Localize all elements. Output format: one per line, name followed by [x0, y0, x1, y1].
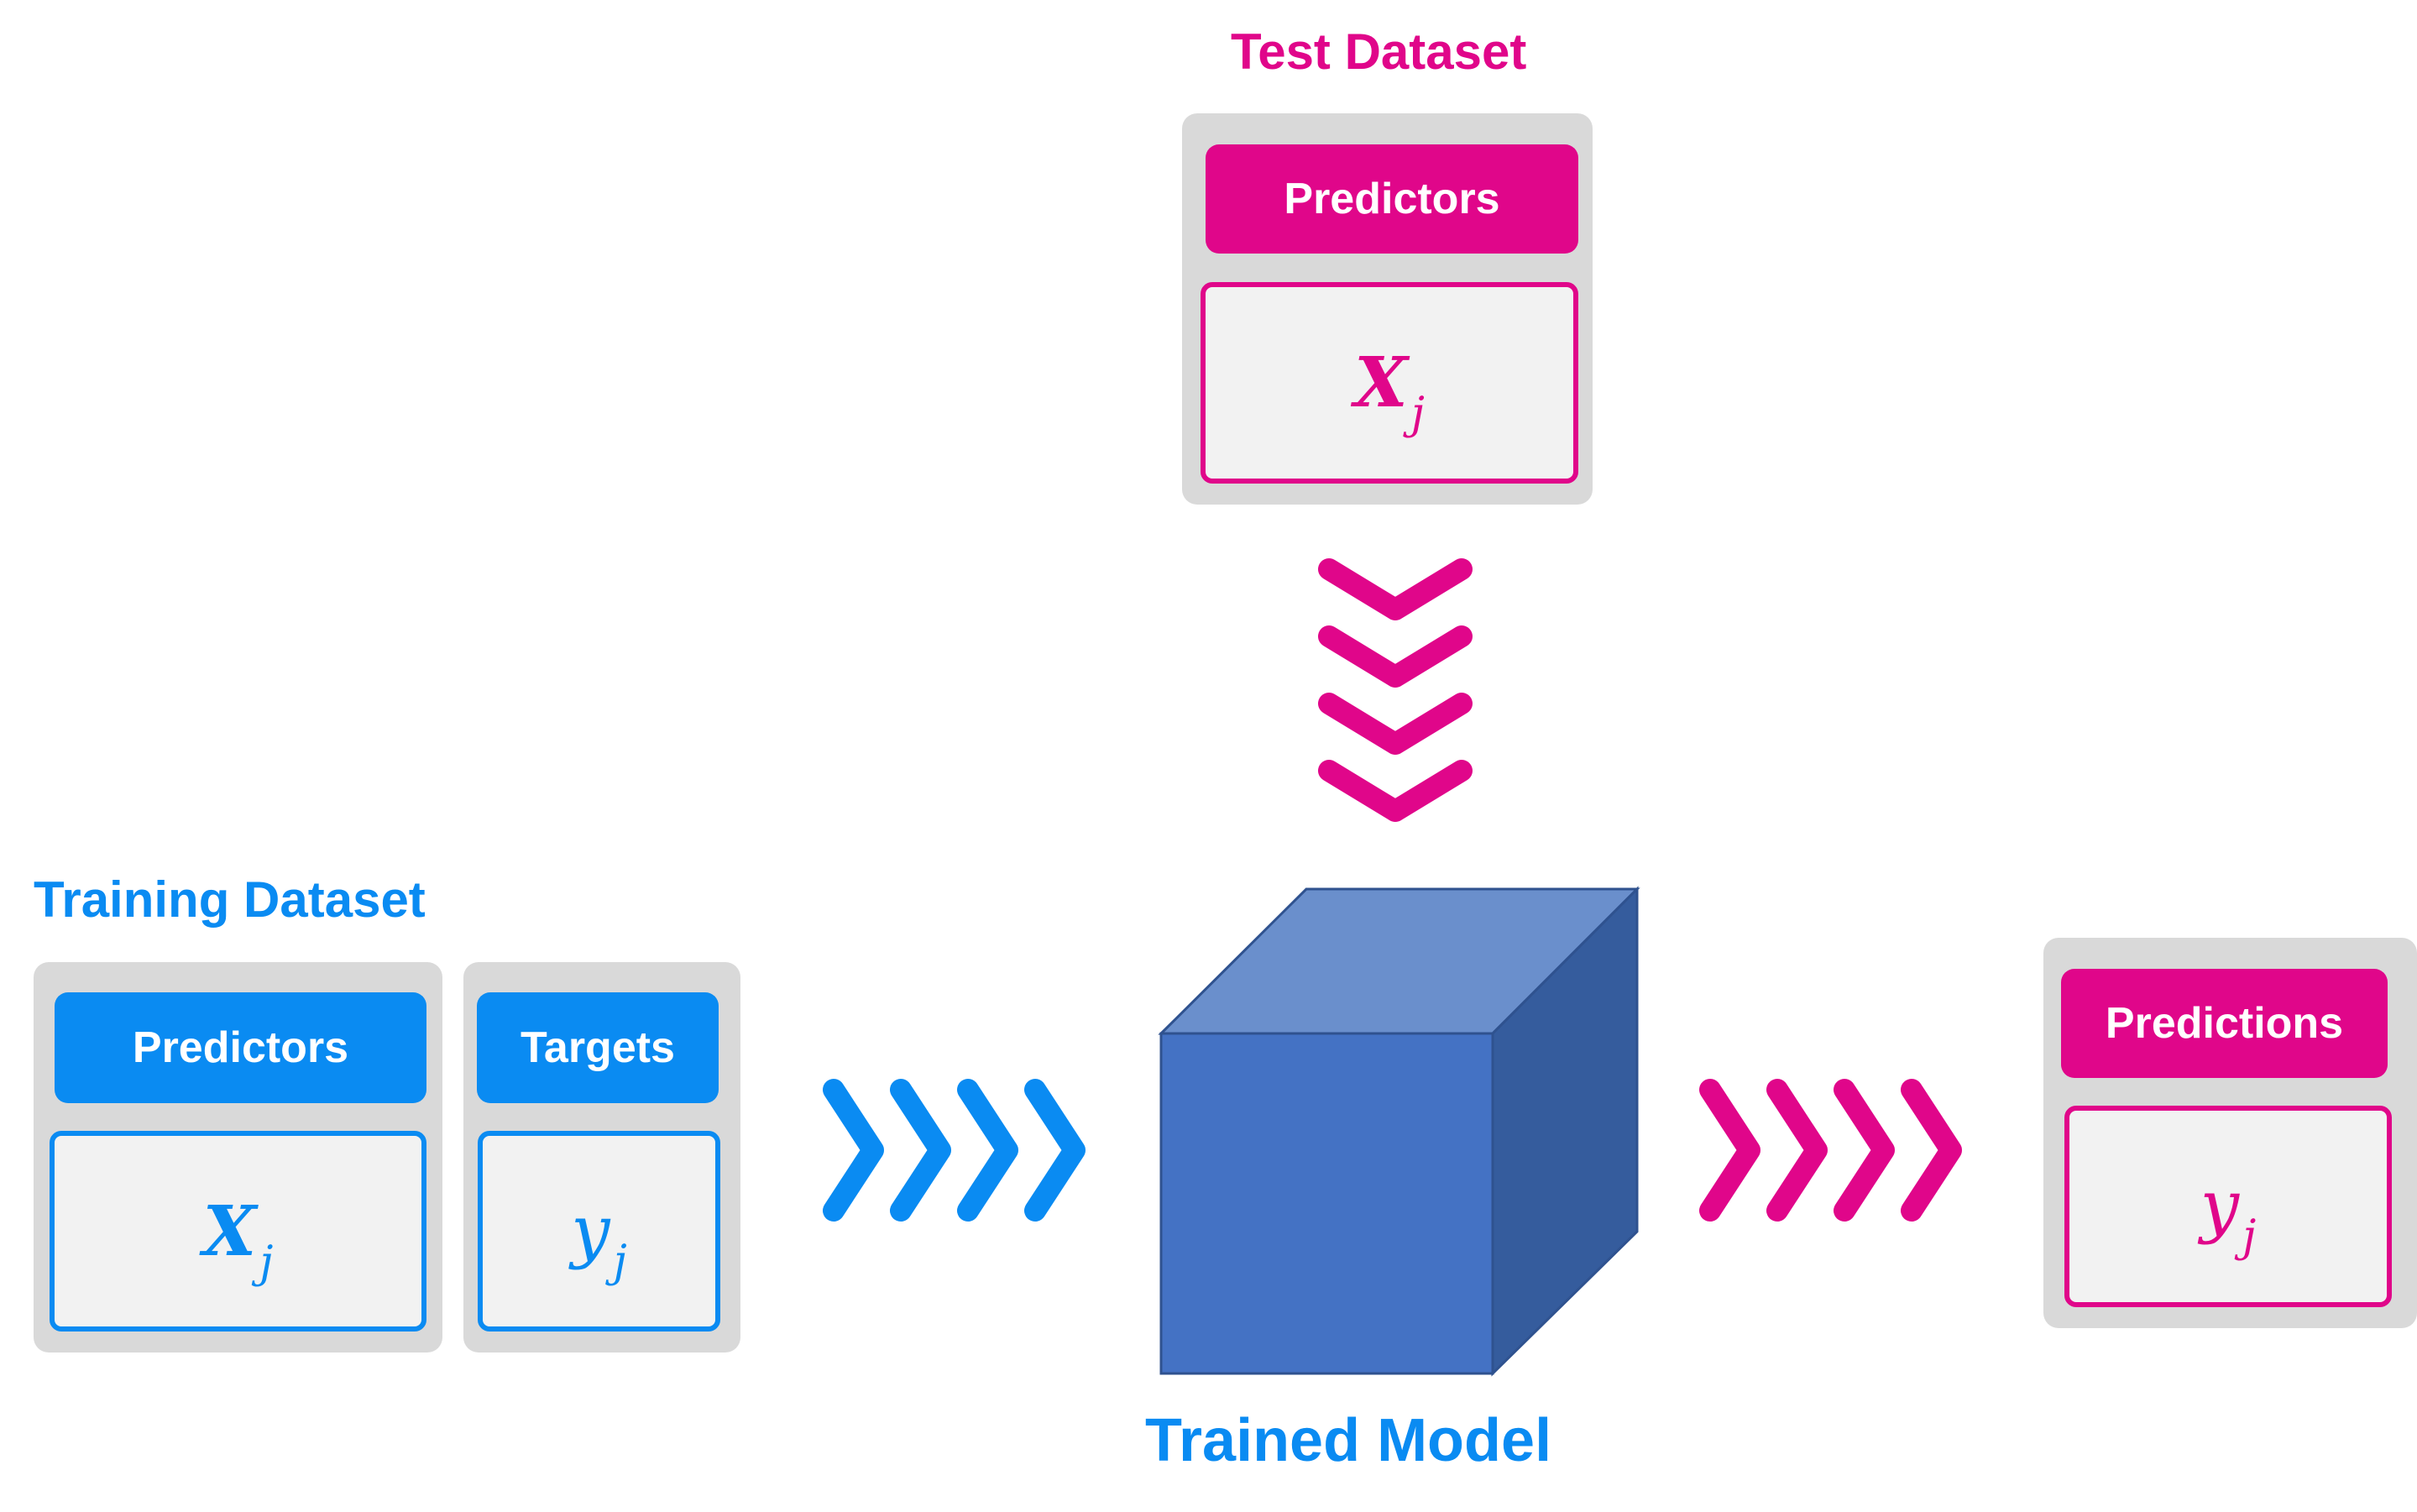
chevron-right-8: [1901, 1079, 1962, 1222]
training-targets-symbol-base: y: [571, 1190, 610, 1271]
training-predictors-symbol-subscript: j: [259, 1237, 274, 1288]
training-predictors-header: Predictors: [55, 992, 426, 1103]
training-predictors-symbol-base: X: [202, 1190, 257, 1272]
trained-model-label: Trained Model: [1145, 1407, 1552, 1474]
chevron-down-3: [1318, 693, 1473, 755]
training-targets-symbol-subscript: j: [613, 1236, 627, 1287]
chevron-right-5: [1699, 1079, 1760, 1222]
cube-top-face: [1158, 887, 1640, 1035]
chevron-right-7: [1834, 1079, 1895, 1222]
training-targets-header: Targets: [477, 992, 719, 1103]
test-predictors-value-box: Xj: [1201, 282, 1578, 484]
predictions-value-box: yj: [2064, 1106, 2392, 1307]
predictions-symbol: yj: [2200, 1172, 2256, 1259]
test-predictors-symbol-base: X: [1354, 343, 1408, 423]
training-predictors-symbol: Xj: [203, 1197, 274, 1284]
chevron-right-2: [890, 1079, 951, 1222]
training-targets-symbol: yj: [571, 1196, 626, 1284]
chevron-right-1: [823, 1079, 884, 1222]
test-predictors-header: Predictors: [1206, 144, 1578, 254]
chevron-down-1: [1318, 558, 1473, 620]
chevron-right-4: [1024, 1079, 1086, 1222]
predictions-symbol-subscript: j: [2242, 1211, 2257, 1262]
chevron-down-4: [1318, 760, 1473, 822]
cube-side-face: [1491, 886, 1639, 1377]
test-predictors-symbol: Xj: [1354, 348, 1425, 436]
predictions-header: Predictions: [2061, 969, 2388, 1078]
test-dataset-title: Test Dataset: [1231, 24, 1527, 80]
training-predictors-value-box: Xj: [50, 1131, 426, 1332]
chevron-right-3: [957, 1079, 1018, 1222]
test-predictors-symbol-subscript: j: [1410, 389, 1425, 439]
predictions-symbol-base: y: [2200, 1166, 2240, 1246]
training-dataset-title: Training Dataset: [34, 871, 426, 928]
chevron-down-2: [1318, 625, 1473, 688]
training-targets-value-box: yj: [478, 1131, 720, 1332]
chevron-right-6: [1766, 1079, 1828, 1222]
cube-front-face: [1159, 1032, 1494, 1375]
